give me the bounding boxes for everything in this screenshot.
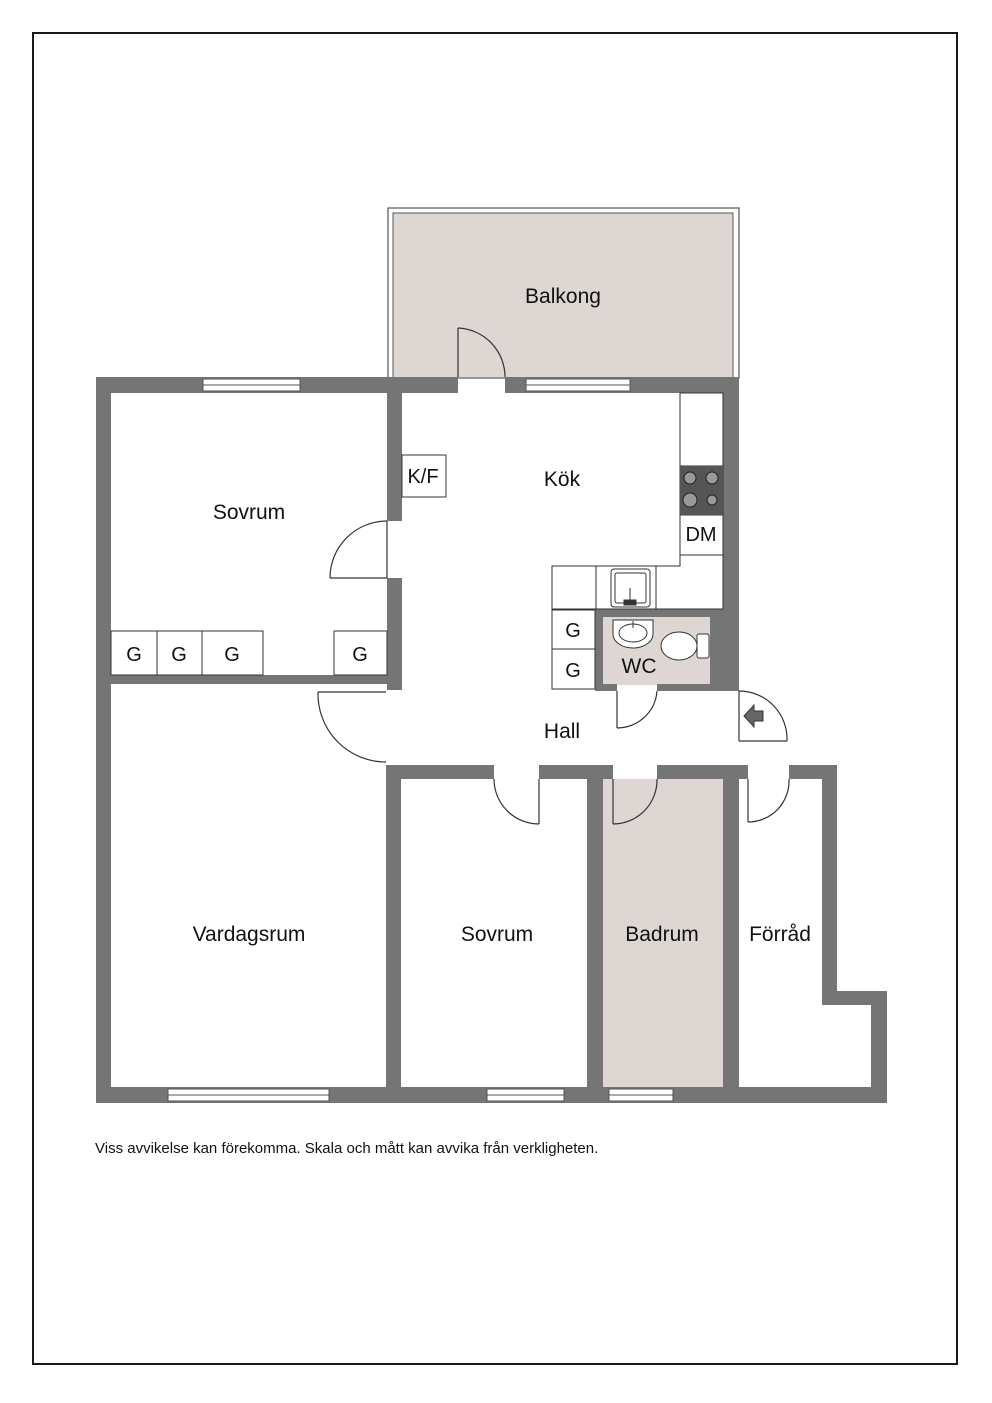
kitchen-fixtures [401, 392, 724, 610]
room-label-balkong: Balkong [525, 285, 601, 308]
disclaimer-text: Viss avvikelse kan förekomma. Skala och … [95, 1140, 599, 1157]
wardrobe-label-1: G [126, 644, 142, 666]
page-frame [32, 32, 958, 1365]
wardrobes [110, 609, 596, 690]
doors [317, 327, 790, 825]
room-label-sovrum-top: Sovrum [213, 501, 285, 524]
washbasin-icon [612, 619, 654, 649]
room-label-kok: Kök [544, 468, 581, 491]
walls [96, 377, 887, 1103]
room-label-vardagsrum: Vardagsrum [193, 923, 306, 946]
stove-icon [680, 466, 723, 515]
sink-icon [610, 568, 651, 608]
windows [167, 378, 674, 1102]
wardrobe-label-4: G [352, 644, 368, 666]
wardrobe-label-3: G [224, 644, 240, 666]
balcony [387, 207, 740, 379]
entrance-arrow-icon [743, 703, 764, 729]
badrum-floor [603, 779, 723, 1087]
toilet-icon [660, 631, 710, 661]
room-label-badrum: Badrum [625, 923, 699, 946]
kf-label: K/F [407, 466, 438, 488]
wardrobe-label-2: G [171, 644, 187, 666]
room-label-forrad: Förråd [749, 923, 811, 946]
room-label-hall: Hall [544, 720, 580, 743]
room-label-wc: WC [622, 655, 657, 678]
wardrobe-label-6: G [565, 660, 581, 682]
room-label-sovrum-bottom: Sovrum [461, 923, 533, 946]
wardrobe-label-5: G [565, 620, 581, 642]
dm-label: DM [685, 524, 716, 546]
